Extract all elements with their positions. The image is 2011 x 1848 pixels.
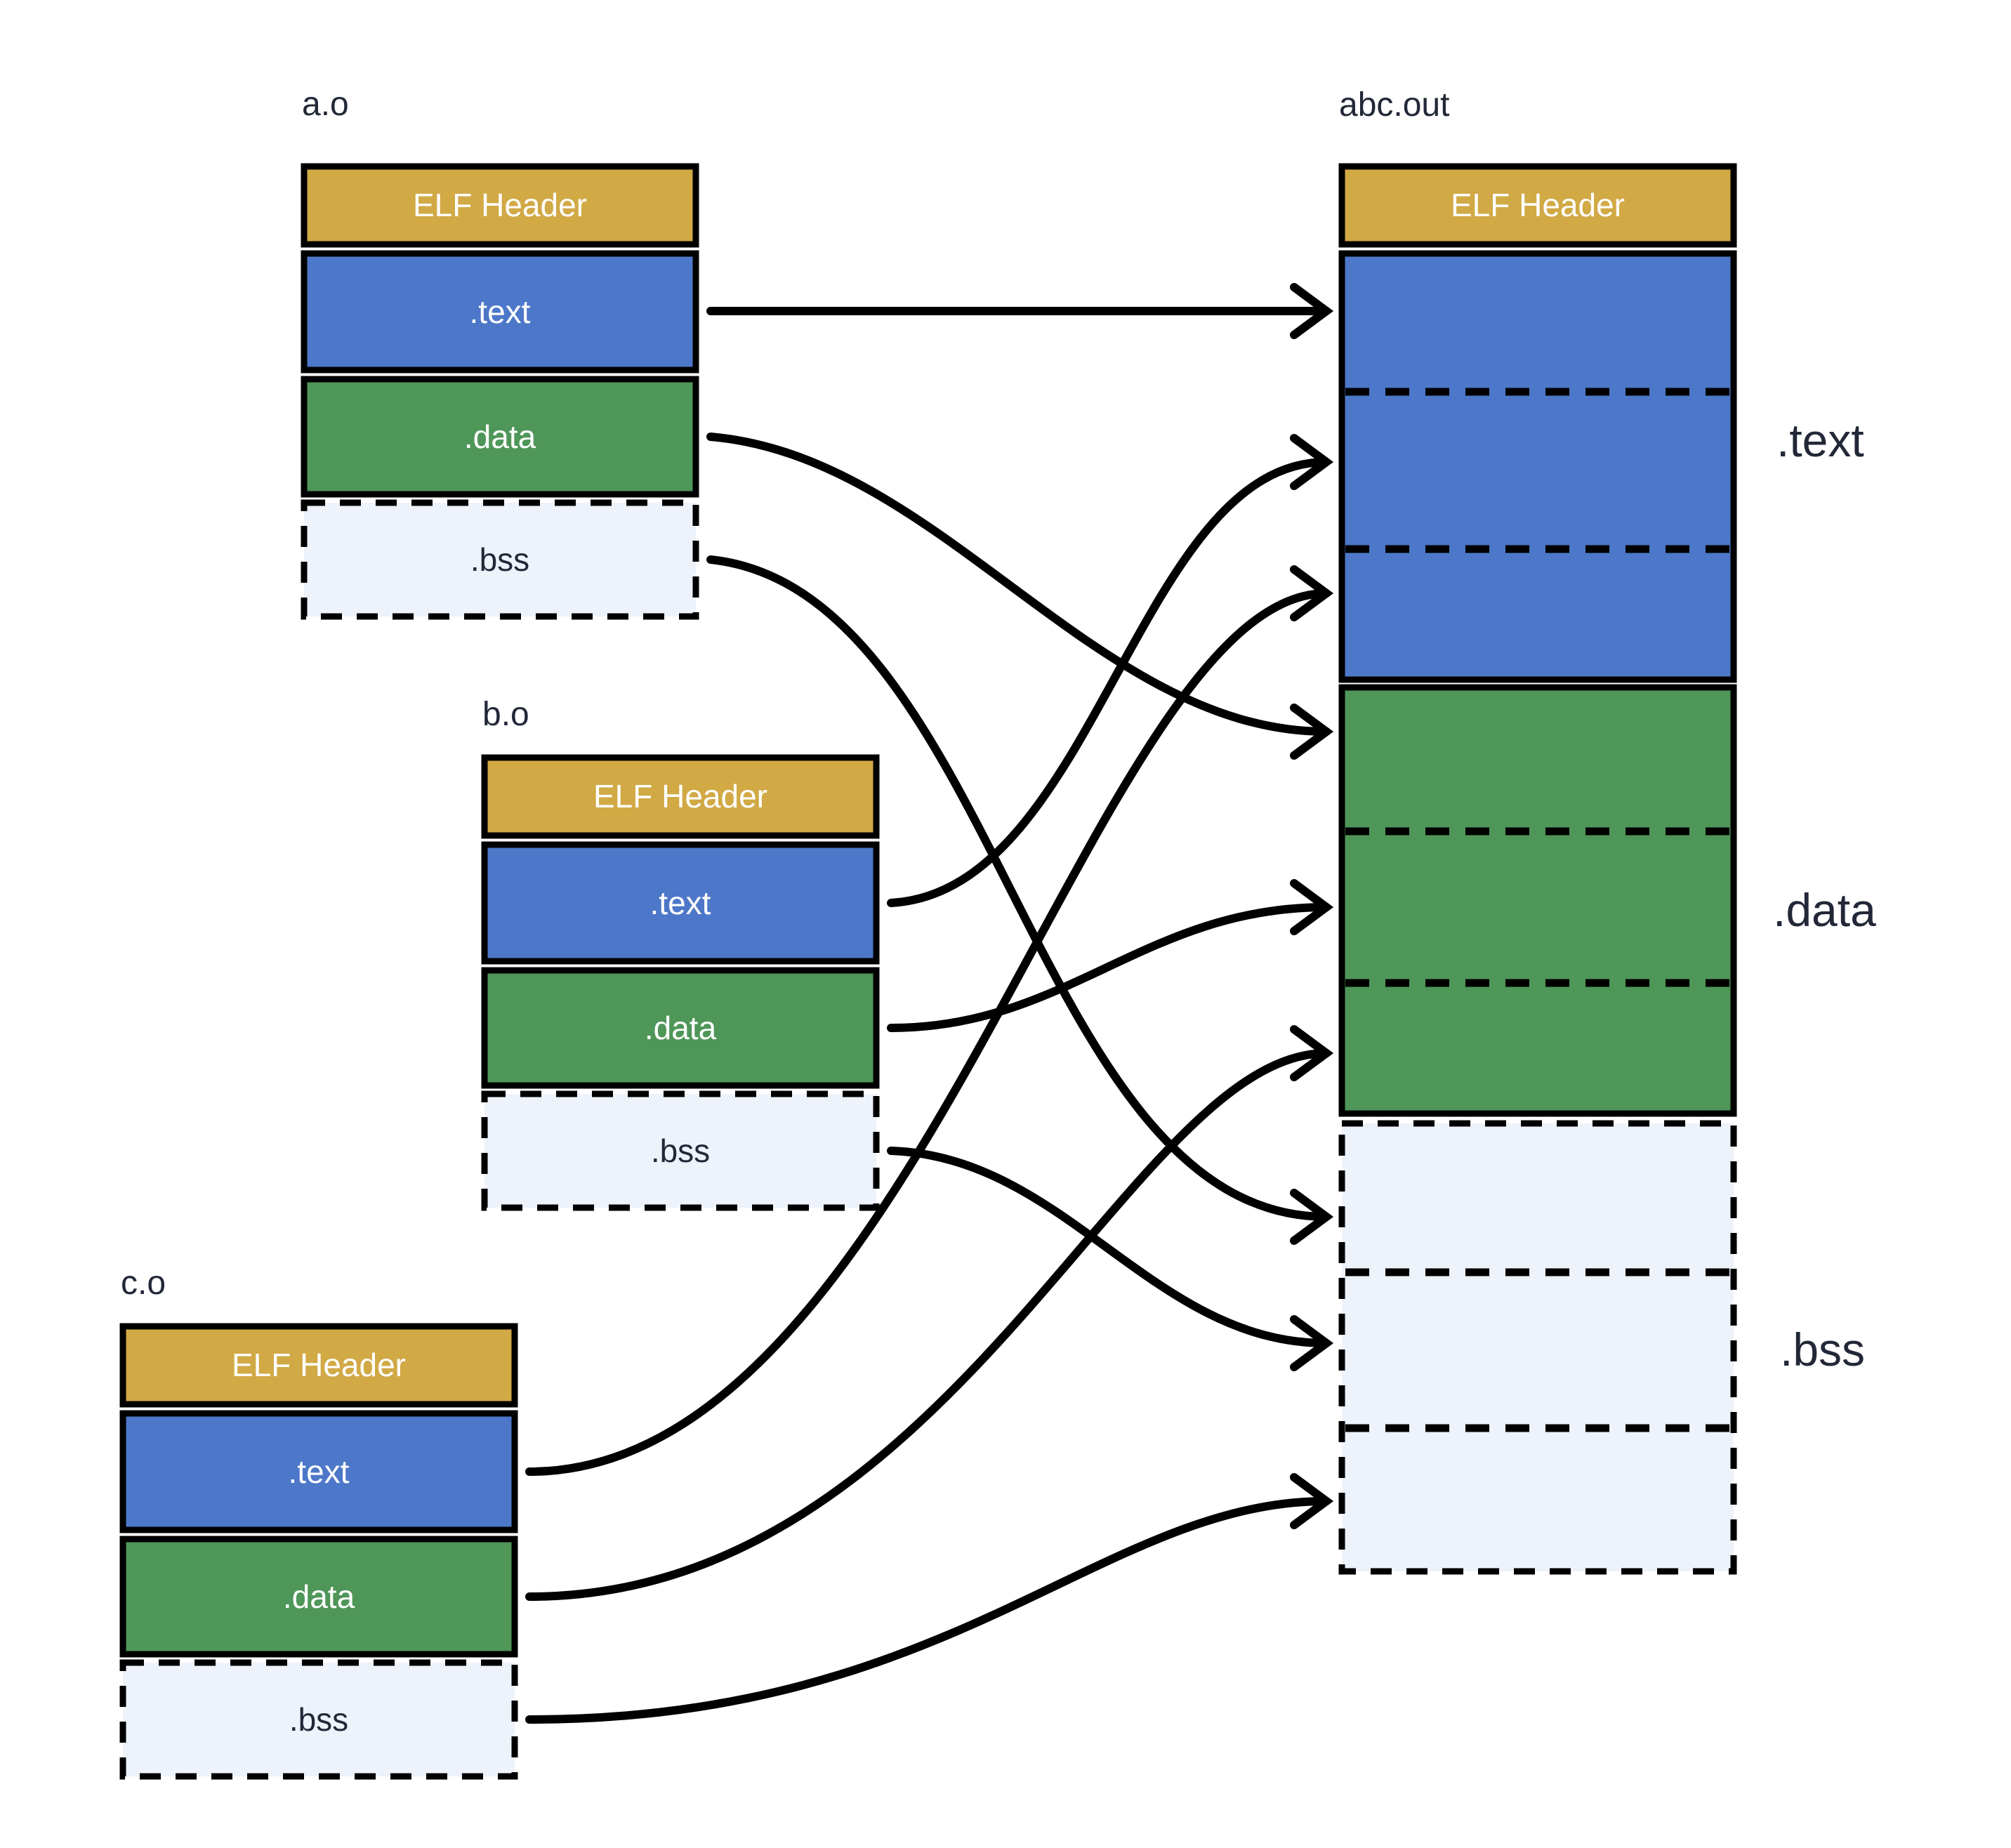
ao-elf-header-label: ELF Header <box>413 187 587 223</box>
bo-bss-section <box>481 1090 880 1211</box>
bo-text-label: .text <box>650 885 711 921</box>
bo-elf-header-section <box>481 754 880 839</box>
arrow-co-data-to-abc-data <box>525 1025 1334 1601</box>
object-file-bo: b.o ELF Header .text .data .bss <box>481 696 880 1211</box>
arrow-bo-bss-to-abc-bss <box>887 1147 1334 1371</box>
ao-text-label: .text <box>470 293 531 330</box>
bo-title: b.o <box>482 696 529 733</box>
abcout-elf-header-section <box>1338 163 1737 248</box>
abcout-title: abc.out <box>1339 86 1449 124</box>
object-file-co: c.o ELF Header .text .data .bss <box>119 1265 518 1780</box>
arrow-ao-data-to-abc-data <box>706 433 1334 760</box>
abcout-side-label-text: .text <box>1776 414 1864 466</box>
bo-bss-label: .bss <box>651 1133 710 1169</box>
abcout-data-section <box>1338 684 1737 1117</box>
bo-data-label: .data <box>645 1010 717 1046</box>
co-data-label: .data <box>283 1578 355 1615</box>
mapping-arrows <box>525 283 1334 1724</box>
bo-text-section <box>481 841 880 965</box>
arrow-co-text-to-abc-text <box>525 565 1334 1476</box>
bo-elf-header-label: ELF Header <box>593 778 767 814</box>
co-text-section <box>119 1410 518 1533</box>
co-bss-section <box>119 1659 518 1780</box>
ao-bss-section <box>301 499 699 620</box>
ao-data-section <box>301 376 699 498</box>
ao-data-label: .data <box>464 418 536 455</box>
abcout-side-label-bss: .bss <box>1780 1324 1865 1375</box>
abcout-bss-section <box>1338 1120 1737 1575</box>
ao-text-section <box>301 250 699 374</box>
arrow-bo-data-to-abc-data <box>887 879 1334 1032</box>
co-text-label: .text <box>289 1453 350 1490</box>
abcout-elf-header-label: ELF Header <box>1451 187 1625 223</box>
arrow-bo-text-to-abc-text <box>887 434 1334 907</box>
co-title: c.o <box>121 1265 166 1302</box>
ao-elf-header-section <box>301 163 699 248</box>
arrow-co-bss-to-abc-bss <box>525 1473 1334 1724</box>
bo-data-section <box>481 967 880 1089</box>
arrow-ao-bss-to-abc-bss <box>706 555 1334 1245</box>
co-data-section <box>119 1536 518 1658</box>
co-bss-label: .bss <box>289 1701 348 1738</box>
output-file-abcout: abc.out ELF Header .text .data .bss <box>1338 86 1876 1575</box>
ao-title: a.o <box>302 86 349 123</box>
ao-bss-label: .bss <box>470 541 529 578</box>
co-elf-header-label: ELF Header <box>232 1347 406 1383</box>
object-file-ao: a.o ELF Header .text .data .bss <box>301 86 699 620</box>
abcout-side-label-data: .data <box>1773 884 1876 936</box>
co-elf-header-section <box>119 1323 518 1408</box>
abcout-text-section <box>1338 250 1737 683</box>
